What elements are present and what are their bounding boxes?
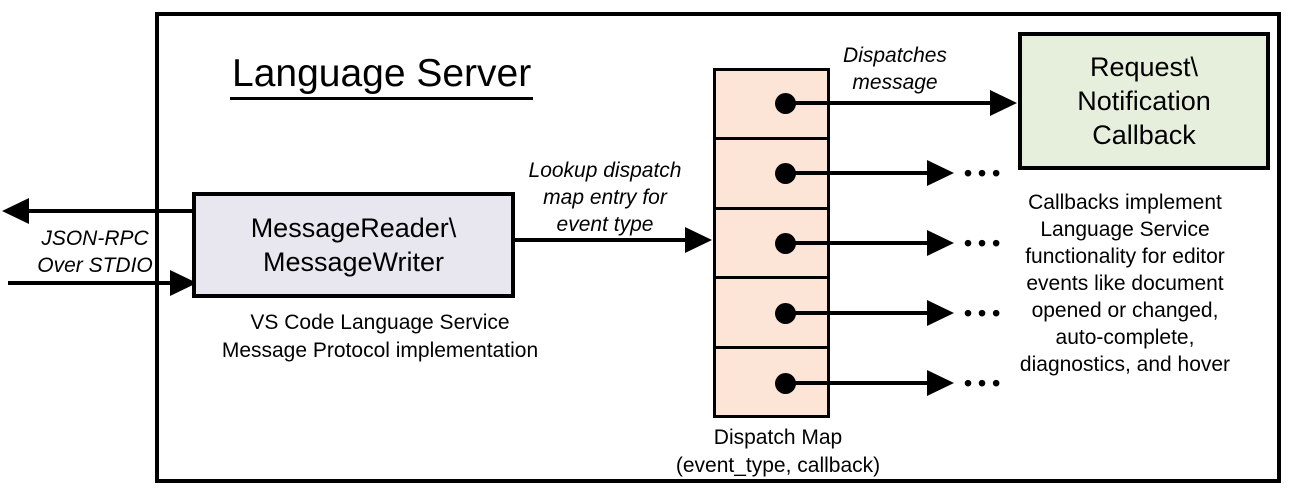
json-rpc-label-line1: JSON-RPC (41, 227, 149, 250)
ellipsis-2: ••• (964, 160, 1007, 186)
reader-caption-line1: VS Code Language Service (250, 311, 510, 334)
dispatch-map-caption-line2: (event_type, callback) (675, 454, 881, 477)
arrow-dispatch-5 (785, 381, 928, 385)
callback-label-line1: Request\ (1089, 52, 1199, 82)
callback-caption: Callbacks implement Language Service fun… (994, 189, 1256, 378)
ellipsis-4: ••• (964, 300, 1007, 326)
reader-caption: VS Code Language Service Message Protoco… (200, 309, 560, 365)
reader-caption-line2: Message Protocol implementation (221, 339, 539, 362)
arrowhead-dispatch-3-icon (927, 230, 954, 256)
dispatch-map-caption-line1: Dispatch Map (713, 426, 843, 449)
callback-caption-line4: events like document (1026, 272, 1224, 295)
arrow-dispatch-1 (785, 101, 991, 105)
request-notification-callback-box: Request\ Notification Callback (1018, 32, 1270, 170)
dispatch-map-cell (716, 345, 827, 415)
arrow-stdio-in (8, 281, 172, 285)
callback-label-line3: Callback (1092, 120, 1196, 150)
language-server-boundary-box (155, 12, 1281, 483)
arrowhead-stdio-out-icon (2, 198, 29, 224)
arrow-dispatch-2 (785, 171, 928, 175)
callback-caption-line7: diagnostics, and hover (1019, 353, 1231, 376)
lookup-label-line3: event type (556, 213, 654, 236)
message-reader-writer-box: MessageReader\ MessageWriter (192, 192, 515, 298)
callback-caption-line6: auto-complete, (1055, 326, 1195, 349)
dispatch-map-cell (716, 206, 827, 276)
dispatches-label-line2: message (852, 71, 938, 94)
ellipsis-5: ••• (964, 370, 1007, 396)
arrowhead-dispatch-2-icon (927, 160, 954, 186)
lookup-label-line1: Lookup dispatch (528, 159, 682, 182)
dispatch-map-cell (716, 137, 827, 206)
lookup-label-line2: map entry for (543, 186, 667, 209)
json-rpc-label-line2: Over STDIO (37, 254, 153, 277)
json-rpc-label: JSON-RPC Over STDIO (15, 225, 175, 279)
callback-caption-line2: Language Service (1040, 218, 1210, 241)
dispatch-map-caption: Dispatch Map (event_type, callback) (653, 424, 903, 480)
reader-label-line2: MessageWriter (262, 247, 445, 277)
arrowhead-dispatch-1-icon (990, 90, 1017, 116)
diagram-title: Language Server (230, 52, 534, 100)
dispatches-label: Dispatches message (820, 42, 970, 96)
dispatches-label-line1: Dispatches (843, 44, 947, 67)
arrow-lookup (515, 238, 687, 242)
callback-caption-line3: functionality for editor (1025, 245, 1225, 268)
arrowhead-dispatch-5-icon (927, 370, 954, 396)
arrow-dispatch-4 (785, 311, 928, 315)
reader-label-line1: MessageReader\ (250, 213, 457, 243)
arrowhead-lookup-icon (685, 227, 712, 253)
callback-caption-line5: opened or changed, (1031, 299, 1219, 322)
arrowhead-dispatch-4-icon (927, 300, 954, 326)
callback-caption-line1: Callbacks implement (1028, 191, 1222, 214)
dispatch-map-cell (716, 276, 827, 345)
arrow-stdio-out (27, 209, 192, 213)
lookup-label: Lookup dispatch map entry for event type (515, 157, 695, 238)
callback-label-line2: Notification (1077, 86, 1211, 116)
ellipsis-3: ••• (964, 230, 1007, 256)
arrow-dispatch-3 (785, 241, 928, 245)
